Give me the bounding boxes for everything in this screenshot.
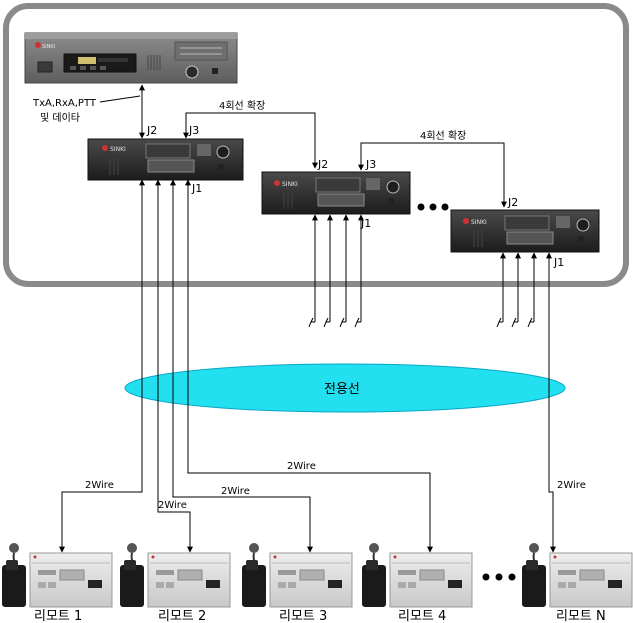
expand-label-2: 4회선 확장 (420, 130, 466, 142)
controller-n-brand: SINKI (471, 219, 487, 226)
cn-j1-label: J1 (553, 256, 564, 269)
mic-head-icon (529, 543, 539, 553)
controller-unit-1: SINKI (87, 138, 244, 181)
remote-console-3 (242, 543, 353, 608)
controller-1-brand: SINKI (110, 146, 126, 153)
wire-label-remote-4: 2Wire (287, 461, 316, 472)
controller-2-brand: SINKI (282, 181, 298, 188)
handset-icon (522, 565, 546, 607)
remote-label-4: 리모트 4 (398, 609, 446, 623)
radio-signal-label: TxA,RxA,PTT 및 데이타 (32, 98, 99, 124)
remote-wires (59, 179, 556, 553)
handset-icon (242, 565, 266, 607)
c2-j1-label: J1 (360, 217, 371, 230)
controller-unit-n: SINKI (450, 209, 600, 253)
wire-label-remote-1: 2Wire (85, 480, 114, 491)
cn-j2-label: J2 (507, 196, 518, 209)
radio-signal-label-line2: 및 데이타 (40, 112, 80, 124)
remote-consoles (2, 543, 633, 608)
c2-j3-label: J3 (365, 158, 376, 171)
c1-j3-label: J3 (188, 124, 199, 137)
remote-ellipsis (482, 573, 516, 581)
radio-signal-label-line1: TxA,RxA,PTT (32, 98, 97, 109)
radio-rack-unit: SINKI (24, 32, 238, 84)
remote-label-2: 리모트 2 (158, 609, 206, 623)
expand-label-1: 4회선 확장 (219, 100, 265, 112)
radio-brand-logo: SINKI (42, 44, 55, 50)
remote-console-4 (362, 543, 473, 608)
c1-j1-label: J1 (191, 182, 202, 195)
mic-head-icon (249, 543, 259, 553)
mic-head-icon (369, 543, 379, 553)
remote-console-2 (120, 543, 231, 608)
wire-label-remote-3: 2Wire (221, 486, 250, 497)
remote-label-n: 리모트 N (556, 609, 606, 623)
remote-console-n (522, 543, 633, 608)
c2-j2-label: J2 (317, 158, 328, 171)
handset-icon (2, 565, 26, 607)
handset-icon (362, 565, 386, 607)
expand-link-2 (358, 142, 507, 208)
private-line-label: 전용선 (324, 382, 360, 397)
c1-j2-label: J2 (146, 124, 157, 137)
controller-ellipsis (417, 203, 449, 211)
remote-label-1: 리모트 1 (34, 609, 82, 623)
radio-vent-grille (147, 55, 161, 70)
handset-icon (120, 565, 144, 607)
remote-console-1 (2, 543, 113, 608)
cn-j1-line-stubs (496, 252, 537, 328)
remote-label-3: 리모트 3 (279, 609, 327, 623)
controller-unit-2: SINKI (261, 171, 411, 215)
mic-head-icon (9, 543, 19, 553)
mic-head-icon (127, 543, 137, 553)
expand-link-1 (183, 112, 318, 169)
wire-label-remote-2: 2Wire (158, 500, 187, 511)
wire-label-remote-n: 2Wire (557, 480, 586, 491)
radio-volume-knob (185, 65, 199, 79)
